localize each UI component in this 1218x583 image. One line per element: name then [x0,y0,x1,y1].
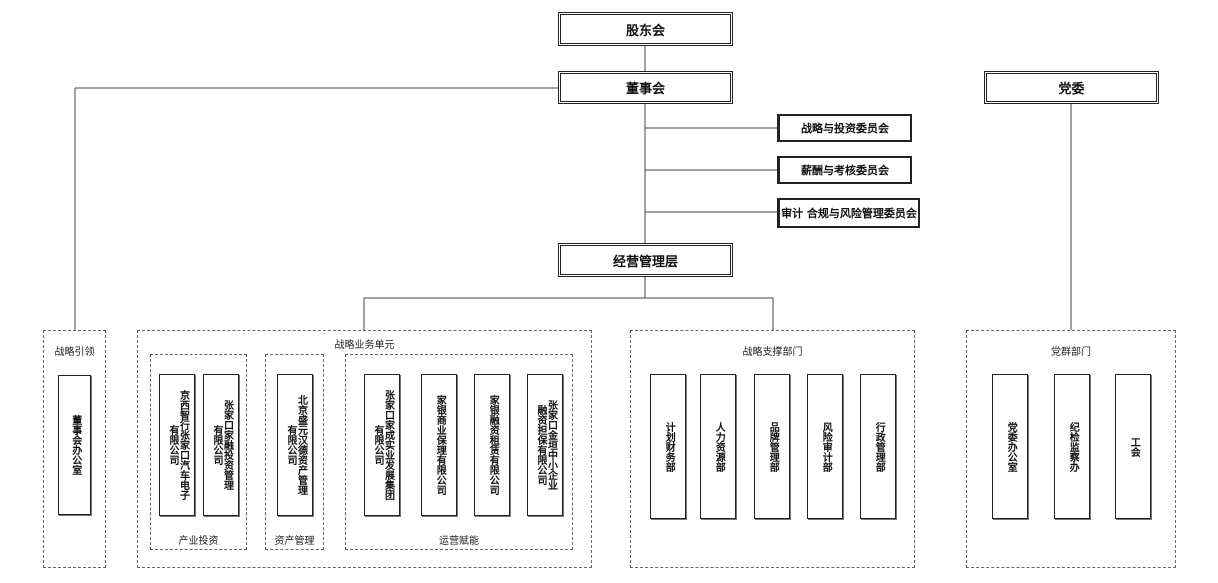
industry-investment-label: 产业投资 [178,536,219,547]
jiayin-leasing-label: 家银融资租赁有限公司 [487,395,499,495]
admin-dept-box: 行政管理部 [860,374,896,519]
jiayin-factoring-box: 家银商业保理有限公司 [421,374,457,516]
board-label: 董事会 [625,82,665,97]
jingxi-auto-electronics-label: 京西智行张家口汽车电子 有限公司 [167,390,189,500]
management-label: 经营管理层 [612,254,678,270]
shareholders-label: 股东会 [625,23,665,39]
business-units-group [137,330,592,568]
shareholders-box: 股东会 [558,12,733,46]
board-office-box: 董事会办公室 [58,375,91,515]
audit-committee-box: 审计 合规与风险管理委员会 [777,198,920,228]
strategy-committee-label: 战略与投资委员会 [801,122,889,135]
brand-dept-box: 品牌管理部 [754,374,790,519]
party-committee-label: 党委 [1058,82,1085,97]
asset-management-label: 资产管理 [274,536,315,547]
asset-management-subgroup [265,354,324,550]
compensation-committee-label: 薪酬与考核委员会 [801,164,889,177]
support-departments-title: 战略支撑部门 [742,347,803,358]
union-box: 工会 [1115,374,1151,519]
jinyuan-guarantee-label: 张家口金垣中小企业 融资担保有限公司 [535,400,557,490]
jiarong-investment-label: 张家口家融投资管理 有限公司 [211,400,233,490]
management-box: 经营管理层 [558,243,733,277]
risk-audit-dept-label: 风险审计部 [820,421,832,472]
brand-dept-label: 品牌管理部 [767,421,779,472]
risk-audit-dept-box: 风险审计部 [807,374,843,519]
strategy-committee-box: 战略与投资委员会 [777,114,912,142]
business-units-title: 战略业务单元 [334,340,395,351]
jiacheng-group-box: 张家口家成实业发展集团 有限公司 [364,374,400,516]
operations-subgroup [345,354,573,550]
jiayin-leasing-box: 家银融资租赁有限公司 [474,374,510,516]
jiayin-factoring-label: 家银商业保理有限公司 [434,395,446,495]
discipline-office-box: 纪检监察办 [1054,374,1090,519]
strategic-lead-group [43,330,106,568]
admin-dept-label: 行政管理部 [873,421,885,472]
compensation-committee-box: 薪酬与考核委员会 [777,156,912,184]
union-label: 工会 [1128,436,1140,457]
jingxi-auto-electronics-box: 京西智行张家口汽车电子 有限公司 [159,374,195,516]
audit-committee-label: 审计 合规与风险管理委员会 [781,207,917,220]
party-mass-group [966,330,1176,568]
discipline-office-label: 纪检监察办 [1067,421,1079,472]
industry-investment-subgroup [150,354,247,550]
finance-dept-label: 计划财务部 [663,421,675,472]
party-mass-title: 党群部门 [1051,347,1091,358]
jinyuan-guarantee-box: 张家口金垣中小企业 融资担保有限公司 [527,374,563,516]
jiacheng-group-label: 张家口家成实业发展集团 有限公司 [372,390,394,500]
finance-dept-box: 计划财务部 [650,374,686,519]
hr-dept-label: 人力资源部 [713,421,725,472]
party-office-box: 党委办公室 [992,374,1028,519]
jiarong-investment-box: 张家口家融投资管理 有限公司 [203,374,239,516]
hr-dept-box: 人力资源部 [700,374,736,519]
strategic-lead-title: 战略引领 [54,347,95,358]
shengyuan-asset-label: 北京盛元汉德资产管理 有限公司 [285,395,307,495]
party-committee-box: 党委 [984,71,1159,104]
operations-label: 运营赋能 [439,536,479,547]
board-box: 董事会 [558,71,733,104]
board-office-label: 董事会办公室 [69,415,81,475]
shengyuan-asset-box: 北京盛元汉德资产管理 有限公司 [277,374,313,516]
support-departments-group [630,330,915,568]
party-office-label: 党委办公室 [1005,421,1017,472]
